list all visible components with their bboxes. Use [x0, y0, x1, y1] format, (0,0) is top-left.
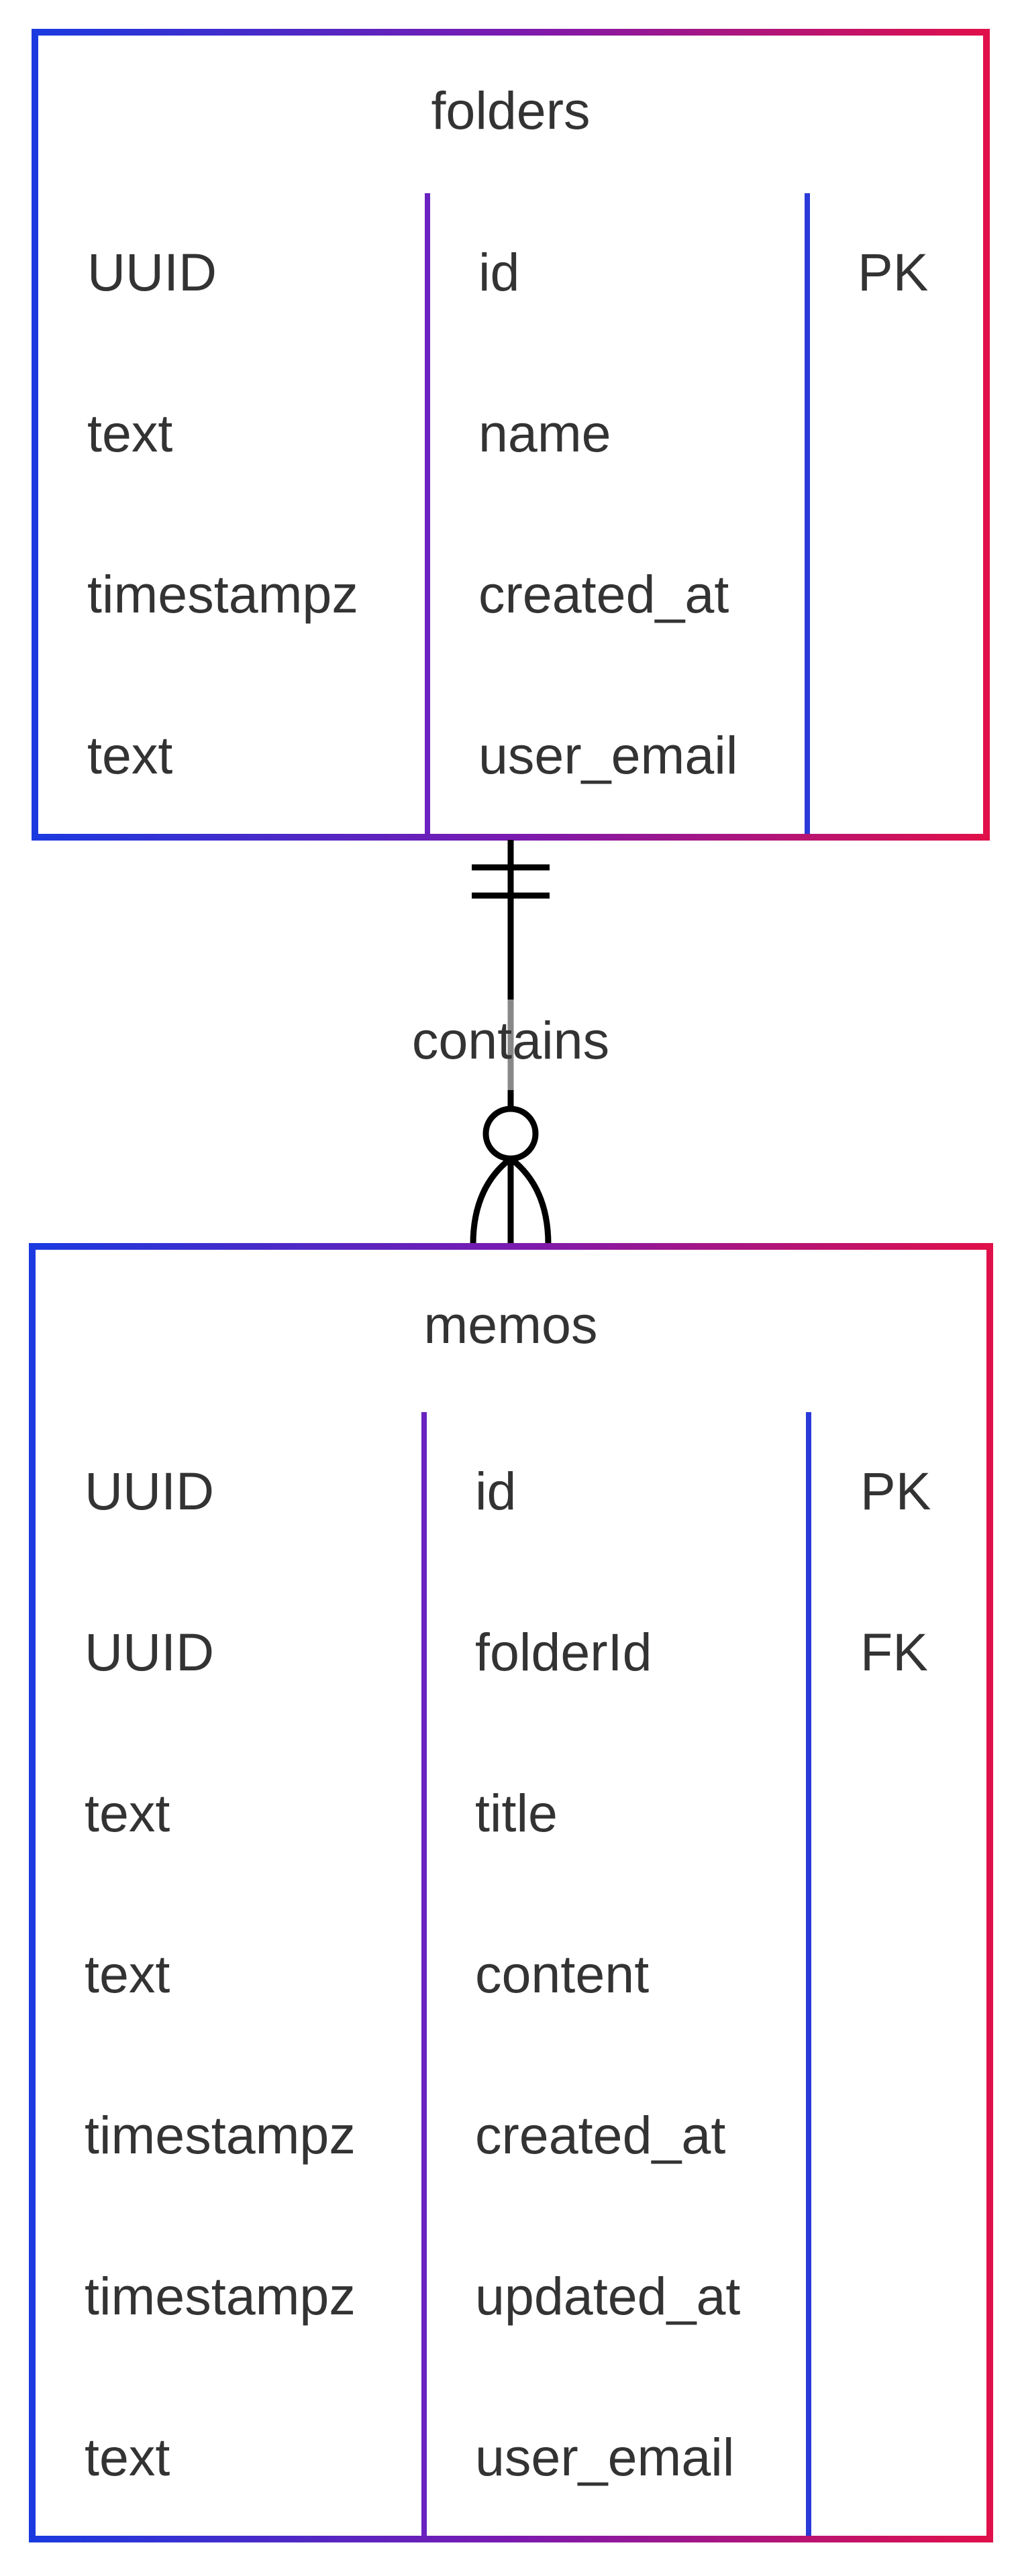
attr-name: created_at [478, 564, 729, 624]
attr-type: timestampz [85, 2105, 356, 2165]
relationship-contains[interactable]: contains [412, 840, 609, 1245]
attr-name: id [475, 1461, 517, 1521]
attr-type: text [87, 403, 172, 463]
attr-name: created_at [475, 2105, 725, 2165]
attr-name: content [475, 1944, 649, 2004]
attr-key: PK [860, 1461, 931, 1521]
cardinality-one-marker [472, 864, 550, 899]
attr-name: folderId [475, 1622, 652, 1682]
attr-key: FK [860, 1622, 928, 1682]
attr-type: timestampz [85, 2266, 356, 2326]
entity-border [32, 29, 990, 841]
attr-name: id [478, 242, 520, 302]
attr-name: name [478, 403, 611, 463]
attr-type: text [87, 725, 172, 785]
entity-border [29, 1243, 993, 2542]
cardinality-zero-many-marker [470, 1106, 552, 1245]
attr-type: text [85, 1783, 170, 1843]
attr-type: text [85, 1944, 170, 2004]
entity-folders[interactable]: folders UUID id PK text name timestampz … [32, 29, 990, 841]
entity-title: memos [424, 1295, 598, 1354]
attr-key: PK [858, 242, 928, 302]
attr-type: text [85, 2427, 170, 2487]
attr-type: UUID [85, 1622, 214, 1682]
attr-name: user_email [478, 725, 737, 785]
attr-name: user_email [475, 2427, 734, 2487]
attr-type: timestampz [87, 564, 358, 624]
attr-type: UUID [87, 242, 217, 302]
entity-memos[interactable]: memos UUID id PK UUID folderId FK text t… [29, 1243, 993, 2542]
attr-type: UUID [85, 1461, 214, 1521]
attr-name: title [475, 1783, 558, 1843]
relationship-label: contains [412, 1010, 609, 1070]
attr-name: updated_at [475, 2266, 740, 2326]
entity-title: folders [431, 80, 590, 140]
